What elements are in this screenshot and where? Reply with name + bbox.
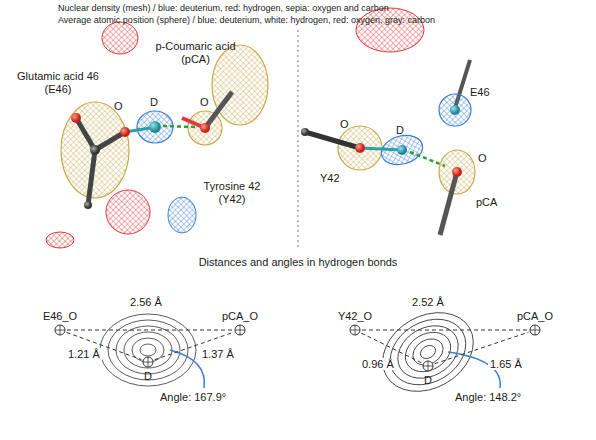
distance-label: 2.52 Å bbox=[410, 296, 446, 308]
section-title: Distances and angles in hydrogen bonds bbox=[0, 256, 596, 269]
distance-label: 2.56 Å bbox=[128, 296, 164, 308]
legend-note: Nuclear density (mesh) / blue: deuterium… bbox=[58, 3, 389, 13]
atom-marker bbox=[529, 324, 541, 336]
atom-name: Y42_O bbox=[338, 310, 372, 322]
distance-label: 1.21 Å bbox=[66, 348, 102, 360]
residue-name: E46 bbox=[470, 86, 490, 99]
atom-position: D bbox=[422, 360, 434, 372]
atom-label: O bbox=[114, 100, 123, 113]
divider bbox=[298, 30, 299, 250]
angle-label: Angle: 148.2° bbox=[455, 391, 521, 404]
atom-name: D bbox=[424, 374, 432, 386]
bond-distance-line bbox=[362, 330, 528, 331]
bond-distance-line bbox=[67, 330, 233, 331]
atom-label: O bbox=[340, 118, 349, 131]
angle-label: Angle: 167.9° bbox=[160, 391, 226, 404]
atom-name: D bbox=[144, 370, 152, 382]
atom-name: pCA_O bbox=[222, 310, 258, 322]
residue-name: pCA bbox=[476, 196, 497, 209]
atom-position: D bbox=[142, 356, 154, 368]
residue-name: Glutamic acid 46 (E46) bbox=[8, 70, 108, 95]
density-contours bbox=[100, 297, 488, 407]
residue-name: p-Coumaric acid (pCA) bbox=[148, 40, 243, 65]
atom-marker bbox=[349, 324, 361, 336]
atom-name: pCA_O bbox=[517, 310, 553, 322]
atom-position: pCA_O bbox=[234, 324, 246, 336]
atom-marker bbox=[142, 356, 154, 368]
atom-label: D bbox=[150, 96, 158, 109]
residue-name: Tyrosine 42 (Y42) bbox=[192, 180, 272, 205]
distance-label: 0.96 Å bbox=[360, 358, 396, 370]
residue-name: Y42 bbox=[320, 172, 340, 185]
atom-position: Y42_O bbox=[349, 324, 361, 336]
atom-name: E46_O bbox=[43, 310, 77, 322]
legend-note: Average atomic position (sphere) / blue:… bbox=[58, 15, 435, 25]
left-structure bbox=[46, 22, 268, 248]
atom-marker bbox=[54, 324, 66, 336]
atom-label: D bbox=[396, 124, 404, 137]
bond-distance-line bbox=[67, 332, 142, 359]
atom-position: E46_O bbox=[54, 324, 66, 336]
right-structure bbox=[301, 8, 475, 235]
atom-marker bbox=[234, 324, 246, 336]
atom-label: O bbox=[478, 152, 487, 165]
atom-position: pCA_O bbox=[529, 324, 541, 336]
distance-label: 1.65 Å bbox=[488, 358, 524, 370]
distance-label: 1.37 Å bbox=[200, 348, 236, 360]
atom-marker bbox=[422, 360, 434, 372]
atom-label: O bbox=[200, 96, 209, 109]
